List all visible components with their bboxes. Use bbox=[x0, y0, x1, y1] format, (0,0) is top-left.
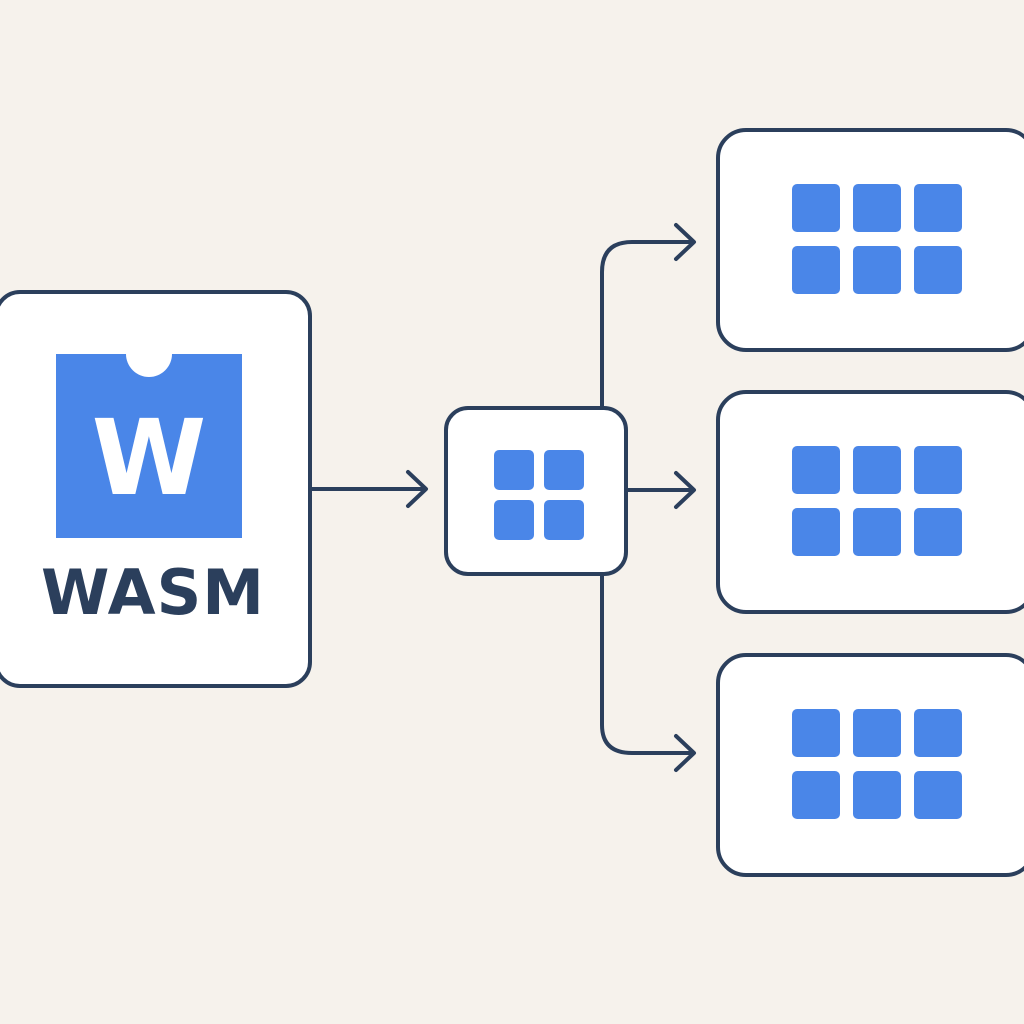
logo-letter: W bbox=[92, 397, 207, 519]
grid-cell bbox=[853, 446, 901, 494]
six-square-grid-icon bbox=[792, 184, 962, 294]
grid-cell bbox=[914, 246, 962, 294]
grid-cell bbox=[494, 450, 534, 490]
grid-cell bbox=[792, 246, 840, 294]
arrow-hub-to-target-3 bbox=[600, 574, 694, 755]
arrowhead-target-1 bbox=[674, 223, 696, 261]
wasm-module-card: W WASM bbox=[0, 290, 312, 688]
arrowhead-target-3 bbox=[674, 734, 696, 772]
six-square-grid-icon bbox=[792, 446, 962, 556]
grid-cell bbox=[914, 184, 962, 232]
grid-cell bbox=[853, 709, 901, 757]
grid-cell bbox=[544, 500, 584, 540]
grid-cell bbox=[792, 709, 840, 757]
grid-cell bbox=[853, 771, 901, 819]
target-node-1 bbox=[716, 128, 1024, 352]
arrowhead-target-2 bbox=[674, 471, 696, 509]
grid-cell bbox=[853, 246, 901, 294]
grid-cell bbox=[914, 709, 962, 757]
wasm-label: WASM bbox=[41, 556, 265, 629]
grid-cell bbox=[792, 508, 840, 556]
grid-cell bbox=[792, 446, 840, 494]
four-square-grid-icon bbox=[494, 450, 584, 540]
grid-cell bbox=[914, 446, 962, 494]
arrowhead-hub bbox=[406, 470, 428, 508]
grid-cell bbox=[792, 771, 840, 819]
hub-node bbox=[444, 406, 628, 576]
grid-cell bbox=[853, 508, 901, 556]
target-node-3 bbox=[716, 653, 1024, 877]
webassembly-logo-icon: W bbox=[56, 354, 242, 538]
arrow-hub-to-target-1 bbox=[600, 240, 694, 408]
grid-cell bbox=[914, 771, 962, 819]
grid-cell bbox=[914, 508, 962, 556]
six-square-grid-icon bbox=[792, 709, 962, 819]
grid-cell bbox=[792, 184, 840, 232]
grid-cell bbox=[544, 450, 584, 490]
target-node-2 bbox=[716, 390, 1024, 614]
grid-cell bbox=[853, 184, 901, 232]
grid-cell bbox=[494, 500, 534, 540]
